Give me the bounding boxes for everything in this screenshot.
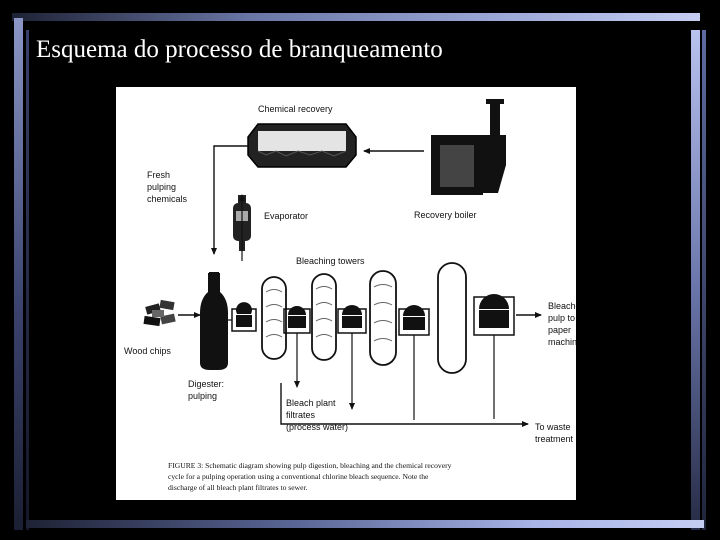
washer-5 (473, 294, 515, 336)
filtrates-label-line2: filtrates (286, 410, 316, 420)
process-diagram-svg: Chemical recovery Recovery boiler Fresh … (124, 99, 576, 492)
process-diagram: Chemical recovery Recovery boiler Fresh … (116, 87, 576, 500)
washer-3 (337, 305, 367, 334)
bleaching-tower-1 (261, 276, 287, 360)
bleaching-tower-4 (437, 262, 467, 374)
filtrates-label-line3: (process water) (286, 422, 348, 432)
recovery-boiler-label: Recovery boiler (414, 210, 477, 220)
right-outer-bar (702, 30, 706, 530)
figure-caption-line2: cycle for a pulping operation using a co… (168, 472, 429, 481)
bleaching-tower-3 (369, 270, 397, 366)
top-decorative-bar (12, 13, 700, 21)
recovery-to-digester-arrow (211, 145, 248, 255)
wood-chips-label: Wood chips (124, 346, 171, 356)
to-waste-arrow (280, 383, 529, 427)
figure-caption-line3: discharge of all bleach plant filtrates … (168, 483, 308, 492)
filtrates-label-line1: Bleach plant (286, 398, 336, 408)
washer-2 (283, 306, 311, 334)
digester (200, 272, 228, 370)
slide-title: Esquema do processo de branqueamento (36, 36, 443, 63)
chemical-recovery-tank (247, 123, 357, 168)
left-decorative-bar (14, 18, 23, 530)
bleaching-towers-label: Bleaching towers (296, 256, 365, 266)
fresh-chemicals-label-line2: pulping (147, 182, 176, 192)
bleached-pulp-label-line1: Bleached (548, 301, 576, 311)
waste-label-line2: treatment (535, 434, 574, 444)
bleached-pulp-label-line2: pulp to (548, 313, 575, 323)
bleached-pulp-label-line4: machine (548, 337, 576, 347)
digester-label-line1: Digester: (188, 379, 224, 389)
washer-1 (231, 302, 257, 332)
chemical-recovery-label: Chemical recovery (258, 104, 333, 114)
fresh-chemicals-label-line1: Fresh (147, 170, 170, 180)
washer-4 (398, 305, 430, 336)
bottom-decorative-bar (26, 520, 704, 528)
fresh-chemicals-label-line3: chemicals (147, 194, 188, 204)
digester-label-line2: pulping (188, 391, 217, 401)
bleaching-tower-2 (311, 273, 337, 361)
recovery-boiler (431, 99, 506, 195)
evaporator-label: Evaporator (264, 211, 308, 221)
figure-caption-line1: FIGURE 3: Schematic diagram showing pulp… (168, 461, 452, 470)
wood-chips-icon (143, 299, 176, 327)
right-decorative-bar (691, 30, 700, 530)
waste-label-line1: To waste (535, 422, 571, 432)
bleached-pulp-label-line3: paper (548, 325, 571, 335)
left-inner-bar (26, 30, 29, 530)
filtrate-lines (296, 333, 495, 419)
